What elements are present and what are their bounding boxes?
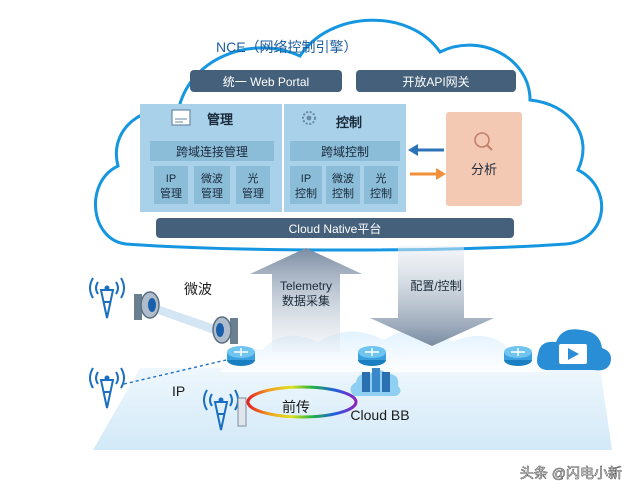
antenna-tower-icon bbox=[89, 367, 125, 409]
microwave-dish-icon bbox=[134, 291, 160, 320]
control-gear-icon bbox=[302, 111, 316, 125]
cross-domain-control-bar bbox=[290, 141, 400, 161]
analysis-label: 分析 bbox=[471, 162, 497, 177]
control-cell-microwave: 微波 控制 bbox=[326, 166, 360, 204]
svg-text:IP: IP bbox=[166, 173, 176, 185]
ip-label: IP bbox=[172, 383, 185, 399]
router-icon bbox=[504, 346, 532, 366]
telemetry-up-arrow bbox=[250, 248, 362, 352]
cloud-native-label: Cloud Native平台 bbox=[289, 221, 382, 236]
telemetry-label-line2: 数据采集 bbox=[282, 293, 330, 308]
config-label: 配置/控制 bbox=[410, 279, 461, 293]
svg-text:控制: 控制 bbox=[332, 186, 354, 200]
svg-text:管理: 管理 bbox=[201, 186, 223, 200]
svg-text:管理: 管理 bbox=[242, 186, 264, 200]
baseband-box-icon bbox=[237, 397, 247, 427]
router-icon bbox=[358, 346, 386, 366]
manage-cell-microwave: 微波 管理 bbox=[194, 166, 230, 204]
microwave-label: 微波 bbox=[184, 281, 212, 297]
open-api-label: 开放API网关 bbox=[402, 74, 469, 89]
antenna-tower-icon bbox=[203, 389, 239, 431]
control-to-analysis-arrow bbox=[410, 168, 446, 180]
svg-text:管理: 管理 bbox=[160, 186, 182, 200]
cloud-native-bar bbox=[156, 218, 514, 238]
web-portal-label: 统一 Web Portal bbox=[223, 75, 309, 89]
manage-cell-ip: IP 管理 bbox=[154, 166, 188, 204]
control-title: 控制 bbox=[336, 115, 362, 130]
fronthaul-label: 前传 bbox=[282, 399, 310, 415]
web-portal-bar bbox=[190, 70, 342, 92]
manage-screen-icon bbox=[171, 109, 191, 126]
antenna-tower-icon bbox=[89, 277, 125, 319]
svg-text:光: 光 bbox=[376, 171, 387, 185]
svg-text:微波: 微波 bbox=[332, 171, 354, 185]
cloud-bb-label: Cloud BB bbox=[350, 407, 409, 423]
open-api-bar bbox=[356, 70, 516, 92]
fronthaul-fiber-ring bbox=[246, 385, 358, 419]
analysis-search-icon bbox=[474, 132, 493, 151]
microwave-beam bbox=[158, 306, 218, 334]
watermark: 头条 @闪电小新 bbox=[520, 465, 622, 481]
microwave-dish-icon bbox=[212, 316, 238, 344]
analysis-box bbox=[446, 112, 522, 206]
cross-domain-manage-bar bbox=[150, 141, 274, 161]
cross-domain-manage-label: 跨域连接管理 bbox=[176, 144, 248, 159]
cloud-bb-server-icon bbox=[350, 368, 401, 396]
svg-text:IP: IP bbox=[301, 173, 311, 185]
svg-text:控制: 控制 bbox=[295, 186, 317, 200]
nce-title: NCE（网络控制引擎） bbox=[216, 39, 358, 55]
control-cell-ip: IP 控制 bbox=[290, 166, 322, 204]
analysis-to-control-arrow bbox=[408, 144, 444, 156]
manage-cell-optical: 光 管理 bbox=[236, 166, 270, 204]
svg-text:微波: 微波 bbox=[201, 171, 223, 185]
telemetry-label-line1: Telemetry bbox=[280, 279, 332, 293]
manage-title: 管理 bbox=[207, 112, 233, 127]
config-down-arrow bbox=[370, 246, 494, 346]
router-icon bbox=[227, 346, 255, 366]
cross-domain-control-label: 跨域控制 bbox=[321, 145, 369, 159]
svg-text:光: 光 bbox=[248, 171, 259, 185]
svg-text:控制: 控制 bbox=[370, 186, 392, 200]
control-cell-optical: 光 控制 bbox=[364, 166, 398, 204]
video-cloud-icon bbox=[537, 329, 611, 371]
